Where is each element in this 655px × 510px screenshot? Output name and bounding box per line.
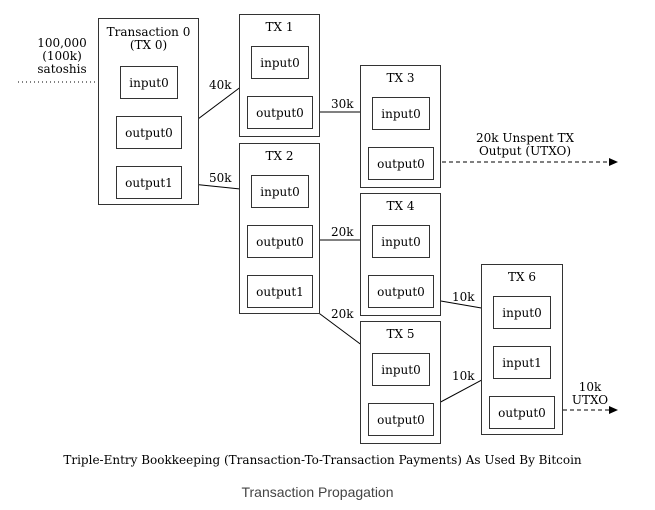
tx0-title: Transaction 0 (TX 0): [99, 26, 198, 52]
tx2-title: TX 2: [265, 149, 294, 163]
tx2-input0: input0: [251, 175, 309, 208]
tx0-box: Transaction 0 (TX 0) input0 output0 outp…: [98, 18, 199, 205]
tx6-input1: input1: [493, 346, 551, 379]
tx4-input0: input0: [372, 225, 430, 258]
tx0-output1: output1: [116, 166, 182, 199]
tx5-title: TX 5: [386, 327, 415, 341]
tx0-input0: input0: [120, 66, 178, 99]
edge-label-30k: 30k: [331, 97, 354, 111]
tx4-box: TX 4 input0 output0: [360, 193, 441, 316]
tx3-utxo-line1: 20k Unspent TX: [475, 131, 575, 145]
tx2-output0: output0: [247, 225, 313, 258]
tx3-title: TX 3: [386, 71, 415, 85]
transaction-propagation-diagram: 40k 50k 30k 20k 20k 10k 10k 100,000 (100…: [18, 14, 618, 444]
tx1-input0: input0: [251, 46, 309, 79]
edge-label-20k-a: 20k: [331, 225, 354, 239]
source-amount-line2: (100k): [42, 49, 82, 63]
tx0-title-line1: Transaction 0: [106, 25, 191, 39]
tx5-output0: output0: [368, 403, 434, 436]
tx1-output0: output0: [247, 96, 313, 129]
edge-label-50k: 50k: [209, 171, 232, 185]
tx6-box: TX 6 input0 input1 output0: [481, 264, 563, 435]
tx1-title: TX 1: [265, 20, 294, 34]
edge-label-10k-a: 10k: [452, 290, 475, 304]
tx0-title-line2: (TX 0): [129, 38, 168, 52]
tx5-input0: input0: [372, 353, 430, 386]
tx6-title: TX 6: [508, 270, 536, 284]
tx4-output0: output0: [368, 275, 434, 308]
tx3-input0: input0: [372, 97, 430, 130]
tx6-utxo-line2: UTXO: [571, 393, 609, 407]
tx3-box: TX 3 input0 output0: [360, 65, 441, 188]
tx6-utxo-line1: 10k: [578, 380, 602, 394]
source-amount-label: 100,000 (100k) satoshis: [32, 37, 92, 76]
tx6-output0: output0: [489, 396, 555, 429]
figure-subtitle: Transaction Propagation: [241, 484, 394, 500]
edge-label-10k-b: 10k: [452, 369, 475, 383]
tx5-box: TX 5 input0 output0: [360, 321, 441, 444]
tx3-utxo-line2: Output (UTXO): [478, 144, 572, 158]
tx2-box: TX 2 input0 output0 output1: [239, 143, 320, 314]
tx6-utxo-label: 10k UTXO: [565, 381, 615, 407]
source-amount-line3: satoshis: [37, 62, 87, 76]
tx0-output0: output0: [116, 116, 182, 149]
tx3-output0: output0: [368, 147, 434, 180]
diagram-caption: Triple-Entry Bookkeeping (Transaction-To…: [63, 453, 582, 467]
tx6-input0: input0: [493, 296, 551, 329]
tx4-title: TX 4: [386, 199, 415, 213]
tx2-output1: output1: [247, 275, 313, 308]
tx1-box: TX 1 input0 output0: [239, 14, 320, 137]
tx3-utxo-label: 20k Unspent TX Output (UTXO): [470, 132, 580, 158]
source-amount-line1: 100,000: [37, 36, 87, 50]
edge-label-40k: 40k: [209, 78, 232, 92]
edge-label-20k-b: 20k: [331, 307, 354, 321]
